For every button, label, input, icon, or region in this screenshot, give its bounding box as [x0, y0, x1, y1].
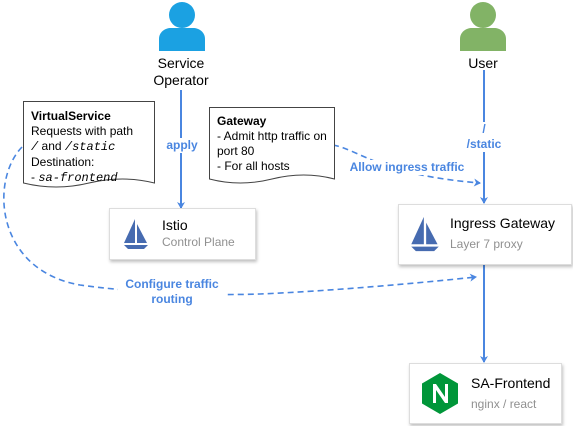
dest-name: sa-frontend — [38, 171, 118, 185]
path-label: / /static — [463, 122, 505, 152]
path-and: and — [38, 139, 65, 153]
virtualservice-note-title: VirtualService — [31, 109, 111, 123]
gateway-note: Gateway - Admit http traffic on port 80 … — [217, 114, 335, 174]
istio-sail-icon — [411, 216, 439, 252]
virtualservice-note: VirtualService Requests with path / and … — [31, 109, 153, 186]
gateway-note-title: Gateway — [217, 114, 267, 128]
user-label: User — [468, 55, 498, 71]
istio-subtitle: Control Plane — [162, 235, 235, 249]
configure-routing-line1: Configure traffic — [125, 277, 219, 291]
sa-frontend-node: SA-Frontend nginx / react — [409, 363, 562, 424]
istio-node: Istio Control Plane — [109, 208, 256, 260]
nginx-icon — [422, 373, 458, 414]
virtualservice-note-line3: Destination: — [31, 155, 95, 169]
istio-sail-icon — [124, 219, 148, 249]
ingress-subtitle: Layer 7 proxy — [450, 237, 523, 251]
configure-routing-line2: routing — [151, 292, 193, 306]
gateway-note-line1: - Admit http traffic on — [217, 129, 327, 143]
virtualservice-note-line4: - sa-frontend — [31, 170, 153, 186]
virtualservice-note-line2: / and /static — [31, 139, 153, 155]
gateway-note-shape — [209, 107, 335, 184]
virtualservice-note-shape — [23, 101, 155, 188]
gateway-note-line2: port 80 — [217, 144, 255, 158]
frontend-subtitle: nginx / react — [471, 397, 537, 411]
ingress-title: Ingress Gateway — [450, 215, 556, 231]
operator-label-line2: Operator — [153, 72, 209, 88]
operator-person-icon — [159, 2, 205, 51]
dest-dash: - — [31, 170, 39, 184]
istio-title: Istio — [162, 217, 188, 233]
allow-ingress-label: Allow ingress traffic — [348, 160, 466, 175]
path-static: /static — [64, 140, 116, 154]
path-label-line1: / — [482, 122, 486, 136]
path-root: / — [31, 140, 39, 154]
allow-ingress-arrow — [332, 144, 481, 187]
path-label-line2: /static — [466, 137, 502, 151]
operator-label: Service Operator — [131, 55, 231, 89]
apply-label: apply — [162, 138, 202, 153]
user-person-icon — [460, 2, 506, 51]
virtualservice-note-line1: Requests with path — [31, 124, 134, 138]
frontend-title: SA-Frontend — [471, 375, 551, 391]
operator-label-line1: Service — [157, 55, 205, 71]
ingress-gateway-node: Ingress Gateway Layer 7 proxy — [398, 204, 572, 265]
configure-routing-label: Configure traffic routing — [118, 277, 226, 307]
gateway-note-line3: - For all hosts — [217, 159, 290, 173]
